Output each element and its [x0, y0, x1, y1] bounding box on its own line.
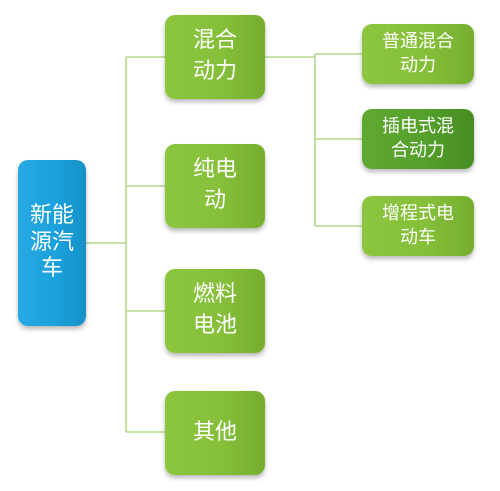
category-node-fuel-cell: 燃料 电池: [165, 269, 265, 353]
root-node-new-energy-vehicle: 新能 源汽 车: [18, 160, 86, 326]
category-node-hybrid: 混合 动力: [165, 15, 265, 99]
subtype-node-range-extender: 增程式电 动车: [362, 196, 474, 256]
subtype-node-plugin-hybrid: 插电式混 合动力: [362, 109, 474, 169]
category-node-other: 其他: [165, 391, 265, 475]
category-node-pure-electric: 纯电 动: [165, 144, 265, 228]
subtype-node-ordinary-hybrid: 普通混合 动力: [362, 24, 474, 84]
